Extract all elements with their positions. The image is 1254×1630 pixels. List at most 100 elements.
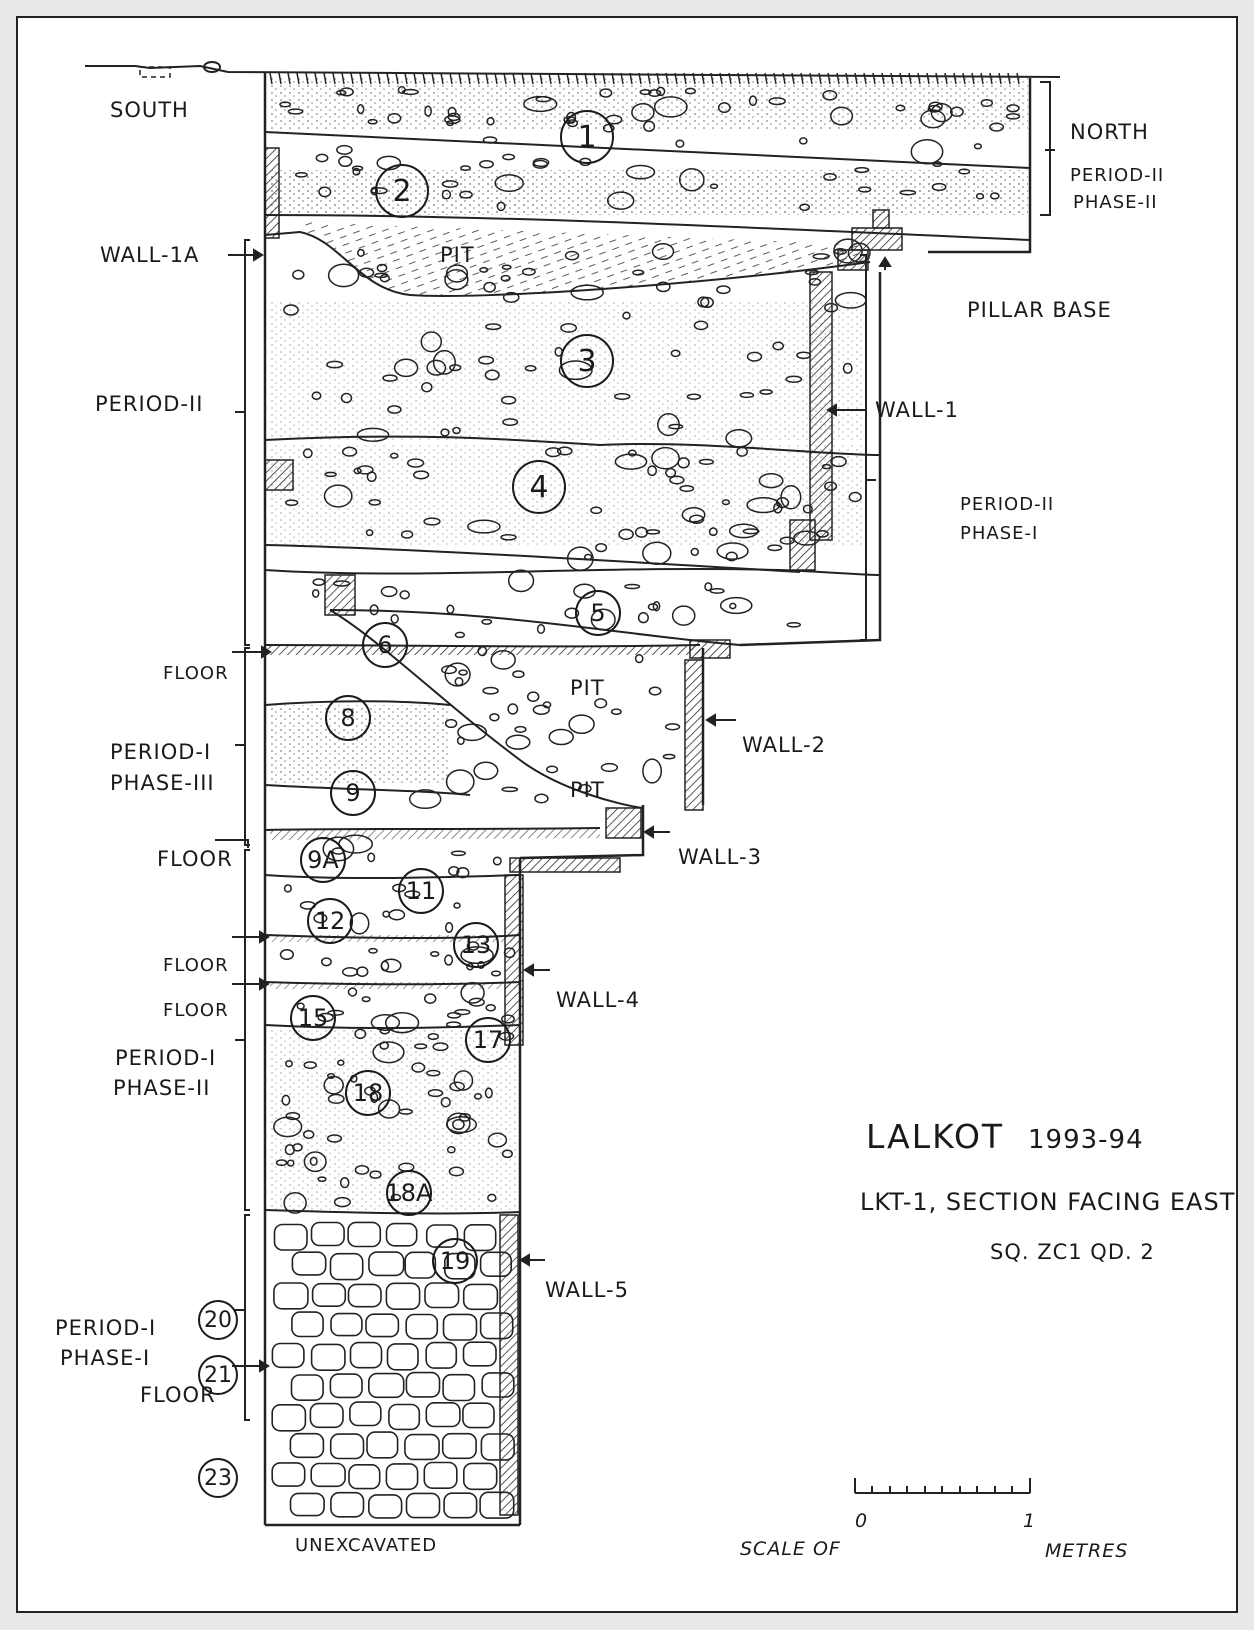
rubble-stone	[830, 455, 847, 468]
rubble-stone	[367, 118, 378, 125]
rubble-stone	[320, 957, 332, 967]
floor-label-3: FLOOR	[163, 955, 229, 976]
floor-stone	[479, 1312, 514, 1340]
rubble-stone	[842, 362, 853, 374]
rubble-stone	[369, 604, 379, 616]
rubble-stone	[279, 101, 292, 108]
rubble-stone	[833, 238, 863, 264]
rubble-stone	[583, 553, 593, 561]
rubble-stone	[568, 714, 595, 735]
rubble-stone	[1006, 104, 1020, 113]
layer-circle: 3	[560, 334, 614, 388]
rubble-stone	[312, 578, 326, 586]
rubble-stone	[668, 423, 684, 430]
rubble-stone	[423, 993, 437, 1004]
rubble-stone	[317, 1176, 327, 1183]
floor-stone	[365, 1313, 400, 1338]
floor-stone	[388, 1403, 421, 1431]
rubble-stone	[339, 1176, 350, 1189]
floor-stone	[329, 1373, 363, 1399]
rubble-stone	[564, 250, 580, 261]
rubble-stone	[379, 1027, 391, 1035]
rubble-stone	[427, 1033, 440, 1041]
rubble-stone	[380, 960, 390, 972]
rubble-stone	[625, 164, 656, 180]
rubble-stone	[444, 718, 458, 729]
layer-circle: 5	[575, 590, 621, 636]
rubble-stone	[484, 1087, 493, 1099]
rubble-stone	[365, 529, 374, 537]
rubble-stone	[452, 426, 461, 435]
unexcavated-label: UNEXCAVATED	[295, 1535, 438, 1556]
rubble-stone	[294, 171, 308, 178]
rubble-stone	[854, 166, 870, 174]
rubble-stone	[648, 686, 662, 696]
floor-stone	[330, 1312, 363, 1337]
rubble-stone	[648, 89, 662, 98]
rubble-stone	[333, 580, 351, 587]
floor-stone	[311, 1282, 347, 1307]
layer-circle: 21	[198, 1355, 238, 1395]
floor-stone	[405, 1492, 441, 1519]
rubble-stone	[429, 951, 440, 957]
floor-stone	[479, 1251, 513, 1278]
rubble-stone	[379, 273, 390, 283]
rubble-stone	[688, 514, 705, 525]
rubble-stone	[505, 734, 531, 750]
floor-stone	[289, 1432, 325, 1459]
rubble-stone	[468, 997, 485, 1007]
rubble-stone	[975, 192, 985, 200]
rubble-stone	[426, 1069, 441, 1077]
rubble-stone	[830, 106, 854, 126]
rubble-stone	[693, 320, 709, 331]
rubble-stone	[932, 161, 943, 168]
rubble-stone	[453, 902, 461, 909]
rubble-stone	[709, 183, 719, 190]
rubble-stone	[432, 1042, 449, 1052]
floor-stone	[462, 1462, 498, 1491]
rubble-stone	[292, 269, 305, 280]
rubble-stone	[326, 360, 344, 369]
rubble-stone	[507, 569, 535, 593]
rubble-stone	[899, 189, 917, 196]
rubble-stone	[1005, 113, 1021, 120]
rubble	[273, 86, 1021, 1214]
site-years: 1993-94	[1028, 1125, 1144, 1155]
rubble-stone	[895, 104, 906, 112]
rubble-stone	[980, 98, 994, 108]
rubble-stone	[440, 428, 450, 437]
rubble-stone	[786, 621, 802, 628]
floor-stone	[462, 1402, 495, 1429]
rubble-stone	[599, 88, 613, 98]
rubble-stone	[822, 89, 838, 101]
rubble-stone	[420, 331, 443, 353]
rubble-stone	[441, 180, 459, 188]
rubble-stone	[379, 1041, 389, 1050]
rubble-stone	[368, 947, 378, 954]
section-title: LKT-1, SECTION FACING EAST	[860, 1188, 1236, 1216]
rubble-stone	[326, 1134, 343, 1143]
floor-stone	[329, 1252, 364, 1281]
rubble-stone	[356, 465, 374, 475]
rubble-stone	[302, 1130, 315, 1139]
floor-stone	[443, 1492, 478, 1519]
rubble-stone	[414, 1043, 428, 1050]
period-1-phase-1-line2: PHASE-I	[60, 1346, 151, 1370]
layer-circle: 13	[453, 922, 499, 968]
north-label: NORTH	[1070, 120, 1149, 144]
scale-label: SCALE OF	[740, 1538, 841, 1560]
rubble-stone	[848, 491, 862, 503]
rubble-stone	[821, 463, 832, 470]
rubble-stone	[292, 1143, 303, 1152]
rubble-stone	[460, 981, 485, 1004]
floor-stone	[442, 1373, 476, 1402]
rubble-stone	[285, 1059, 293, 1068]
rubble-stone	[273, 1116, 303, 1138]
rubble-stone	[387, 112, 402, 124]
rubble-stone	[709, 587, 725, 594]
rubble-stone	[351, 165, 364, 172]
period-1-phase-3-line2: PHASE-III	[110, 771, 215, 795]
layer-circle: 17	[465, 1017, 511, 1063]
floor-stone	[271, 1404, 307, 1432]
